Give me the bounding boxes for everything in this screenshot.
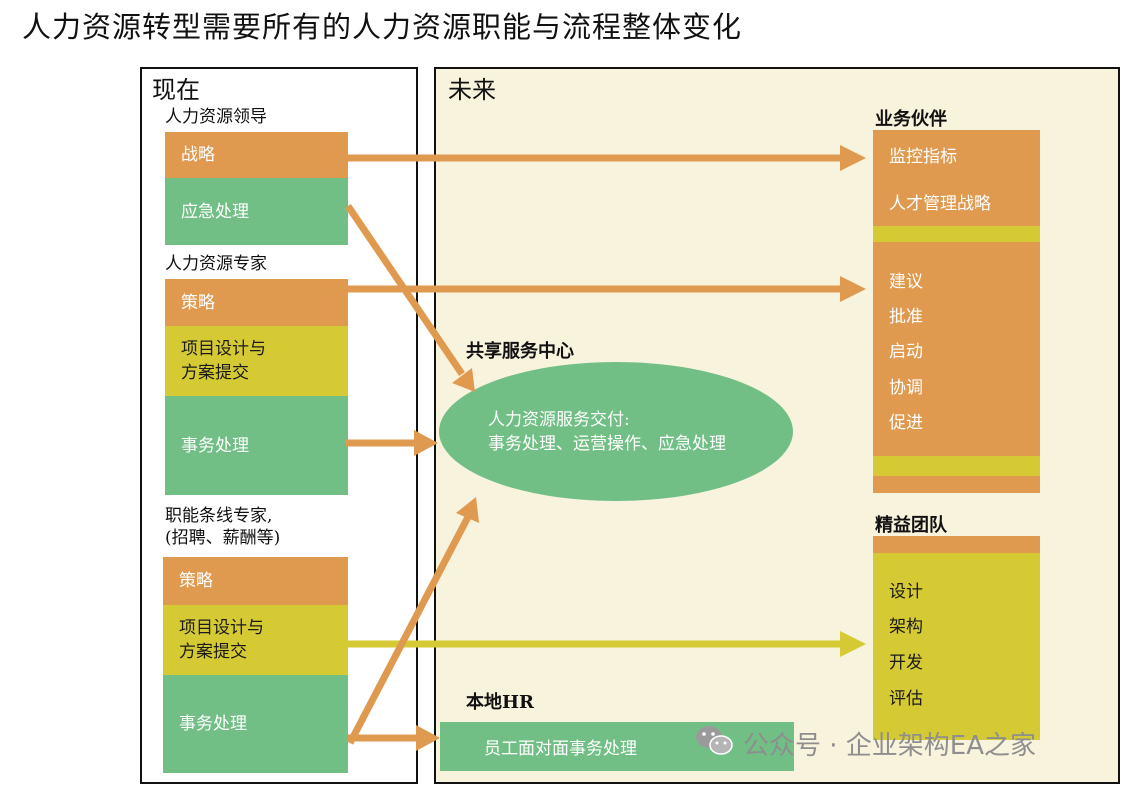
lean-team-title: 精益团队 [875, 515, 947, 536]
hr-expert-transaction-box: 事务处理 [165, 396, 348, 495]
hr-expert-design-box: 项目设计与 方案提交 [165, 326, 348, 396]
bp-item-facilitate: 促进 [889, 413, 923, 433]
lean-item-evaluate: 评估 [889, 689, 923, 709]
arrow-transaction-to-shared [346, 430, 438, 456]
lean-item-architecture: 架构 [889, 617, 923, 637]
arrow-emergency-to-shared [345, 204, 475, 392]
local-hr-title: 本地HR [466, 692, 534, 713]
hr-leader-strategy-box: 战略 [165, 132, 348, 178]
business-partner-bottom-strip [873, 476, 1040, 493]
arrow-strategy-to-partner [348, 145, 866, 171]
lean-item-design: 设计 [889, 582, 923, 602]
bp-item-coordinate: 协调 [889, 378, 923, 398]
hr-leader-emergency-box: 应急处理 [165, 178, 348, 245]
bp-item-launch: 启动 [889, 342, 923, 362]
lean-team-box [873, 553, 1040, 740]
business-partner-middle-box [873, 242, 1040, 456]
shared-service-text: 人力资源服务交付: 事务处理、运营操作、应急处理 [488, 410, 726, 454]
arrow-function-transaction-to-local [348, 725, 440, 751]
group-label-hr-expert: 人力资源专家 [165, 254, 267, 274]
business-partner-divider-top [873, 226, 1040, 242]
arrow-policy-to-partner [348, 276, 866, 302]
bp-item-talent-strategy: 人才管理战略 [889, 194, 991, 214]
business-partner-divider-bottom [873, 456, 1040, 476]
bp-item-approve: 批准 [889, 307, 923, 327]
bp-item-metrics: 监控指标 [889, 147, 957, 167]
arrow-function-transaction-to-shared [346, 497, 479, 745]
arrow-design-to-lean-team [348, 631, 866, 657]
function-expert-design-box: 项目设计与 方案提交 [163, 605, 348, 675]
lean-team-top-strip [873, 536, 1040, 553]
business-partner-top-box [873, 130, 1040, 226]
group-label-hr-leader: 人力资源领导 [165, 107, 267, 127]
local-hr-box: 员工面对面事务处理 [440, 722, 794, 771]
now-label: 现在 [152, 76, 200, 104]
wechat-icon [694, 724, 734, 758]
bp-item-advise: 建议 [889, 272, 923, 292]
shared-service-title: 共享服务中心 [466, 341, 574, 362]
group-label-function-expert: 职能条线专家, (招聘、薪酬等) [165, 506, 281, 548]
hr-expert-policy-box: 策略 [165, 279, 348, 326]
lean-item-develop: 开发 [889, 653, 923, 673]
future-label: 未来 [448, 76, 496, 104]
business-partner-title: 业务伙伴 [875, 109, 947, 130]
function-expert-policy-box: 策略 [163, 557, 348, 605]
watermark-text: 公众号 · 企业架构EA之家 [743, 731, 1037, 761]
shared-service-ellipse [439, 362, 793, 501]
page-title: 人力资源转型需要所有的人力资源职能与流程整体变化 [22, 10, 743, 44]
function-expert-transaction-box: 事务处理 [163, 675, 348, 773]
